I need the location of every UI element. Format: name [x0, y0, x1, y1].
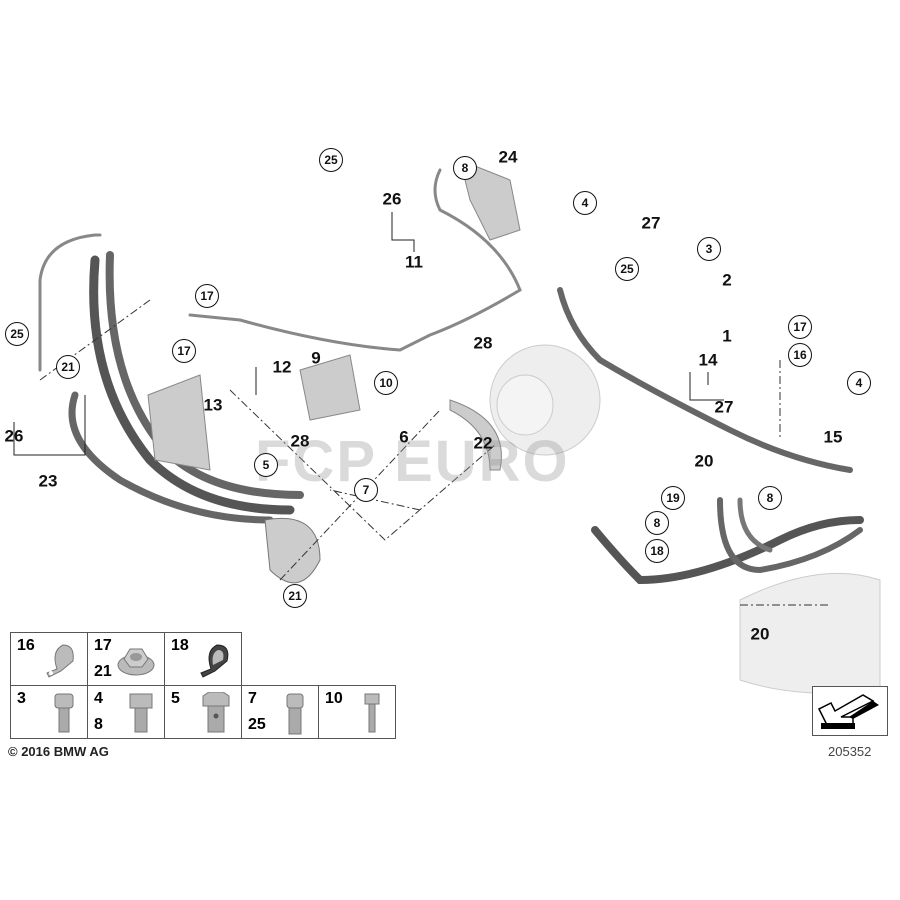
legend-cell: 3 [10, 685, 88, 739]
callout: 4 [573, 191, 597, 215]
flange-nut-icon [117, 648, 155, 676]
callout: 15 [823, 427, 843, 447]
part-number: 7 [248, 690, 257, 707]
callout: 28 [473, 333, 493, 353]
callout: 2 [722, 270, 732, 290]
hex-bolt-icon [364, 693, 380, 733]
part-number: 16 [17, 637, 35, 654]
callout: 27 [714, 397, 734, 417]
callout: 11 [405, 252, 423, 272]
direction-arrow-icon [817, 694, 879, 729]
callout: 14 [698, 350, 718, 370]
callout: 1 [722, 326, 732, 346]
callout: 10 [374, 371, 398, 395]
callout: 13 [203, 395, 223, 415]
callout: 7 [354, 478, 378, 502]
callout: 26 [382, 189, 402, 209]
part-number: 4 [94, 690, 103, 707]
legend-cell: 7 25 [241, 685, 319, 739]
part-number: 3 [17, 690, 26, 707]
hex-bolt-icon [129, 693, 153, 733]
callout: 23 [38, 471, 58, 491]
legend-cell: 16 [10, 632, 88, 686]
callout: 21 [56, 355, 80, 379]
callout: 12 [272, 357, 292, 377]
part-number: 25 [248, 716, 266, 733]
callout: 8 [645, 511, 669, 535]
part-number: 18 [171, 637, 189, 654]
callout: 3 [697, 237, 721, 261]
watermark: FCP EURO [255, 429, 570, 494]
callout: 9 [311, 348, 321, 368]
callout: 26 [4, 426, 24, 446]
callout: 17 [788, 315, 812, 339]
part-number: 21 [94, 663, 112, 680]
callout: 6 [399, 427, 409, 447]
callout: 24 [498, 147, 518, 167]
figure-id: 205352 [828, 744, 872, 759]
callout: 17 [172, 339, 196, 363]
callout: 20 [750, 624, 770, 644]
callout: 4 [847, 371, 871, 395]
callout: 17 [195, 284, 219, 308]
callout: 22 [473, 433, 493, 453]
callout: 28 [290, 431, 310, 451]
callout: 25 [5, 322, 29, 346]
part-number: 8 [94, 716, 103, 733]
callout: 19 [661, 486, 685, 510]
socket-bolt-icon [54, 693, 74, 733]
callout: 8 [758, 486, 782, 510]
callout: 16 [788, 343, 812, 367]
banjo-bolt-icon [202, 692, 230, 733]
callout: 20 [694, 451, 714, 471]
copyright: © 2016 BMW AG [8, 744, 109, 759]
callout: 18 [645, 539, 669, 563]
part-number: 17 [94, 637, 112, 654]
callout: 27 [641, 213, 661, 233]
callout: 25 [615, 257, 639, 281]
orientation-arrow-box [812, 686, 888, 736]
socket-bolt-icon [286, 693, 304, 735]
callout: 8 [453, 156, 477, 180]
callout: 21 [283, 584, 307, 608]
legend-cell: 18 [164, 632, 242, 686]
hose-clamp-icon [46, 644, 74, 678]
part-number: 5 [171, 690, 180, 707]
callout: 25 [319, 148, 343, 172]
callout: 5 [254, 453, 278, 477]
rubber-lined-clamp-icon [200, 644, 229, 678]
part-number: 10 [325, 690, 343, 707]
legend-cell: 5 [164, 685, 242, 739]
legend-cell: 10 [318, 685, 396, 739]
